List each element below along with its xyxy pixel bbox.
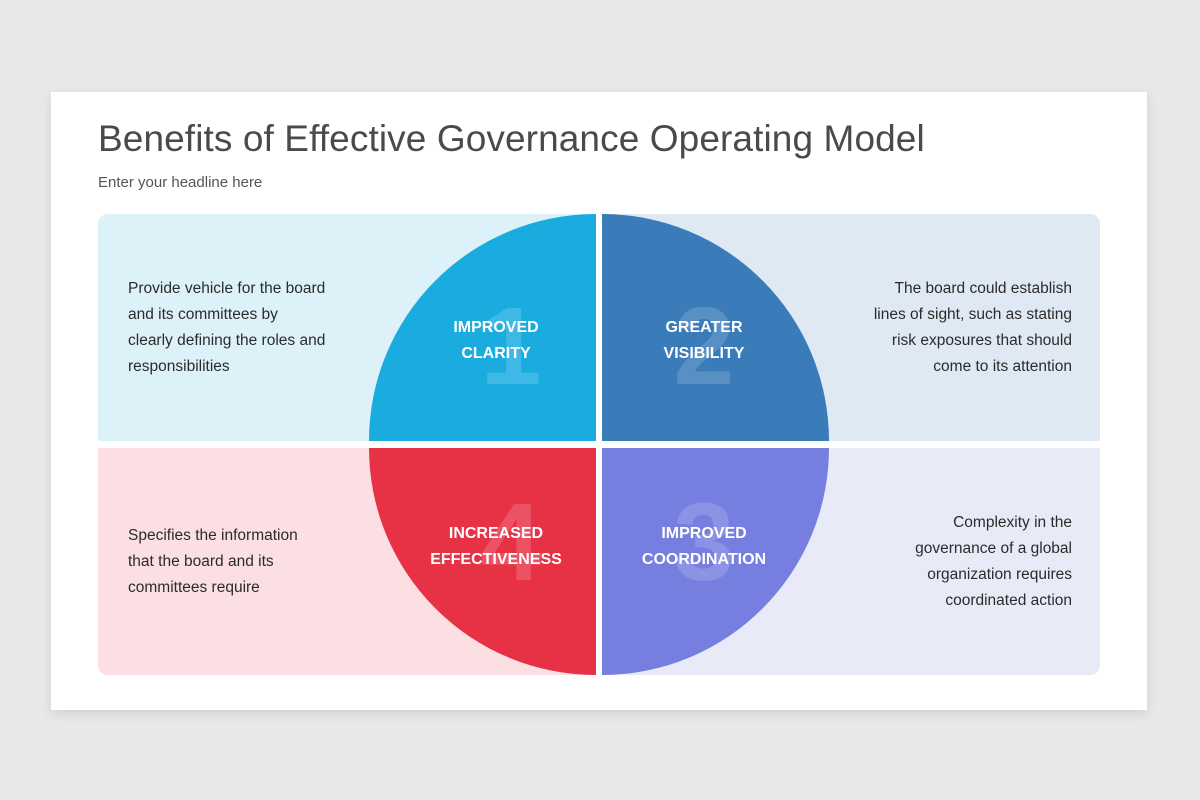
quadrant-panel-greater-visibility: The board could establish lines of sight… <box>602 214 1100 441</box>
quadrant-panel-improved-coordination: Complexity in the governance of a global… <box>602 448 1100 675</box>
quadrant-number: 4 <box>480 481 542 604</box>
quadrant-number: 3 <box>673 481 735 604</box>
quadrant-description: Provide vehicle for the board and its co… <box>128 280 326 375</box>
quarter-circle-improved-clarity: 1 IMPROVED CLARITY <box>369 214 596 441</box>
quarter-circle-improved-coordination: 3 IMPROVED COORDINATION <box>602 448 829 675</box>
quadrant-number: 2 <box>673 285 735 408</box>
quadrant-label: INCREASED EFFECTIVENESS <box>430 525 562 568</box>
quarter-circle-increased-effectiveness: 4 INCREASED EFFECTIVENESS <box>369 448 596 675</box>
quarter-circle-greater-visibility: 2 GREATER VISIBILITY <box>602 214 829 441</box>
slide-subtitle: Enter your headline here <box>98 174 263 191</box>
quadrant-description: The board could establish lines of sight… <box>873 280 1072 375</box>
quadrant-label: IMPROVED CLARITY <box>453 319 539 362</box>
quadrant-panel-increased-effectiveness: Specifies the information that the board… <box>98 448 596 675</box>
quadrant-panel-improved-clarity: Provide vehicle for the board and its co… <box>98 214 596 441</box>
quadrant-description: Complexity in the governance of a global… <box>915 514 1072 609</box>
slide-title: Benefits of Effective Governance Operati… <box>98 118 925 159</box>
quadrant-label: IMPROVED COORDINATION <box>641 525 767 568</box>
slide: Benefits of Effective Governance Operati… <box>51 92 1147 710</box>
quadrant-label: GREATER VISIBILITY <box>663 319 745 362</box>
quadrant-description: Specifies the information that the board… <box>128 527 298 596</box>
quadrant-number: 1 <box>480 285 542 408</box>
